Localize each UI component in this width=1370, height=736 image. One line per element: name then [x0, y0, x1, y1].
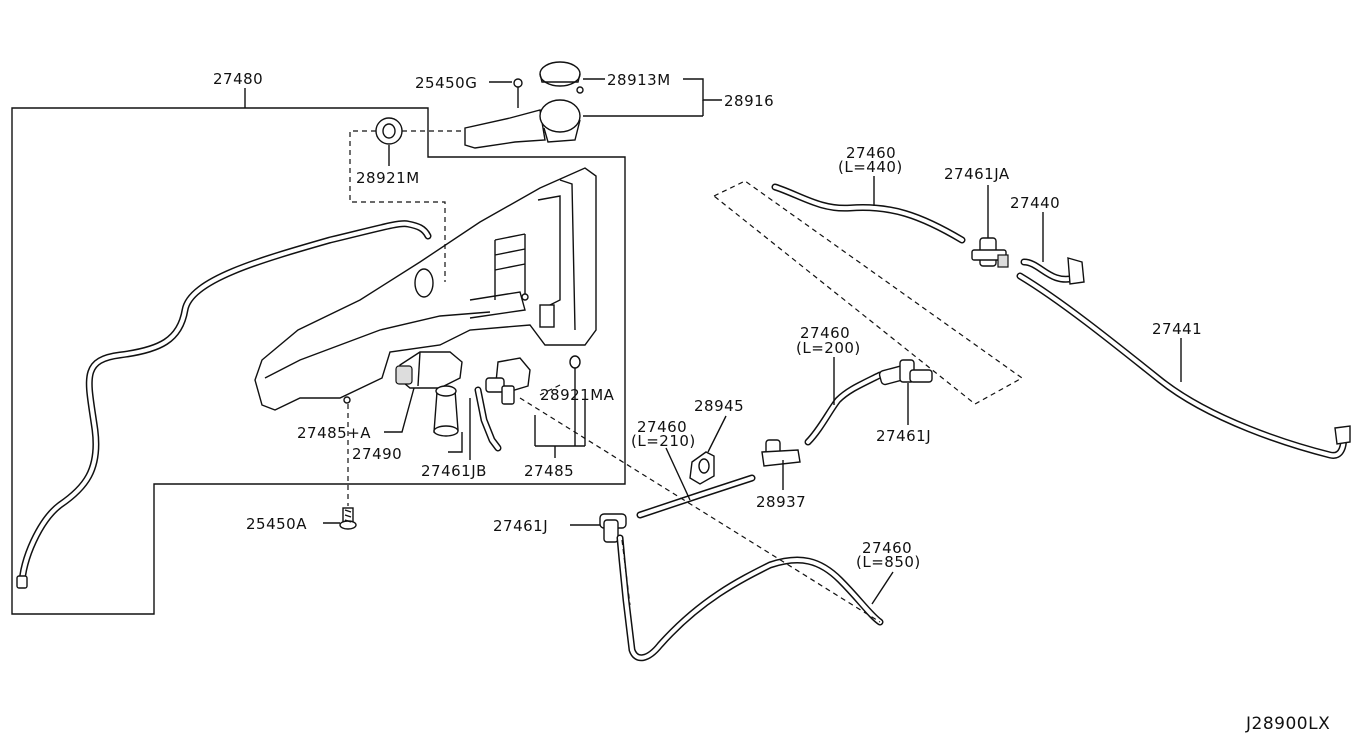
label-27460-L850: 27460: [862, 539, 912, 557]
washer-tank: [254, 167, 597, 411]
label-27460-L850-length: (L=850): [856, 553, 921, 571]
washer-pump-27485A: [395, 351, 463, 389]
filler-neck-28916: [464, 61, 584, 149]
label-28913M: 28913M: [607, 71, 671, 89]
label-27461JB: 27461JB: [421, 462, 487, 480]
assembly-27480-outline: [11, 107, 626, 615]
leader-28916: [683, 78, 722, 101]
joint-27461J-left: [599, 513, 627, 543]
grommet-27490: [433, 385, 459, 437]
dashed-trace: [519, 397, 881, 623]
hose-27441: [1016, 272, 1348, 459]
leader-27490: [448, 432, 463, 453]
label-28921M: 28921M: [356, 169, 420, 187]
joint-27461J-right: [878, 359, 933, 386]
clip-28945: [689, 451, 715, 485]
label-28945: 28945: [694, 397, 744, 415]
label-27460-L200-length: (L=200): [796, 339, 861, 357]
label-27460-L210: 27460: [637, 418, 687, 436]
label-28937: 28937: [756, 493, 806, 511]
check-valve-27461JA: [971, 237, 1009, 268]
label-28916: 28916: [724, 92, 774, 110]
label-27485A: 27485+A: [297, 424, 371, 442]
label-25450A: 25450A: [246, 515, 307, 533]
leader-28945: [707, 415, 727, 453]
washer-pump-27485: [485, 355, 581, 405]
label-27440: 27440: [1010, 194, 1060, 212]
hose-27460-L440: [771, 183, 966, 244]
label-27441: 27441: [1152, 320, 1202, 338]
leader-27485A: [384, 387, 415, 433]
label-27460-L440-length: (L=440): [838, 158, 903, 176]
label-27460-L210-length: (L=210): [631, 432, 696, 450]
label-27461J-left: 27461J: [493, 517, 548, 535]
leader-27460-L210: [665, 447, 691, 501]
seal-28921M: [375, 117, 403, 145]
label-27460-L200: 27460: [800, 324, 850, 342]
bolt-25450A: [339, 507, 357, 530]
tank-hose-left: [18, 220, 432, 589]
leader-27460-L850: [871, 571, 894, 605]
drawing-id: J28900LX: [1245, 714, 1330, 734]
dashed-boundary: [712, 180, 1024, 405]
label-28921MA: 28921MA: [540, 386, 615, 404]
connector-28937: [761, 439, 801, 467]
label-27461JA: 27461JA: [944, 165, 1010, 183]
label-27490: 27490: [352, 445, 402, 463]
label-27461J-right: 27461J: [876, 427, 931, 445]
label-27460-L440: 27460: [846, 144, 896, 162]
label-27480: 27480: [213, 70, 263, 88]
label-27485: 27485: [524, 462, 574, 480]
label-25450G: 25450G: [415, 74, 477, 92]
